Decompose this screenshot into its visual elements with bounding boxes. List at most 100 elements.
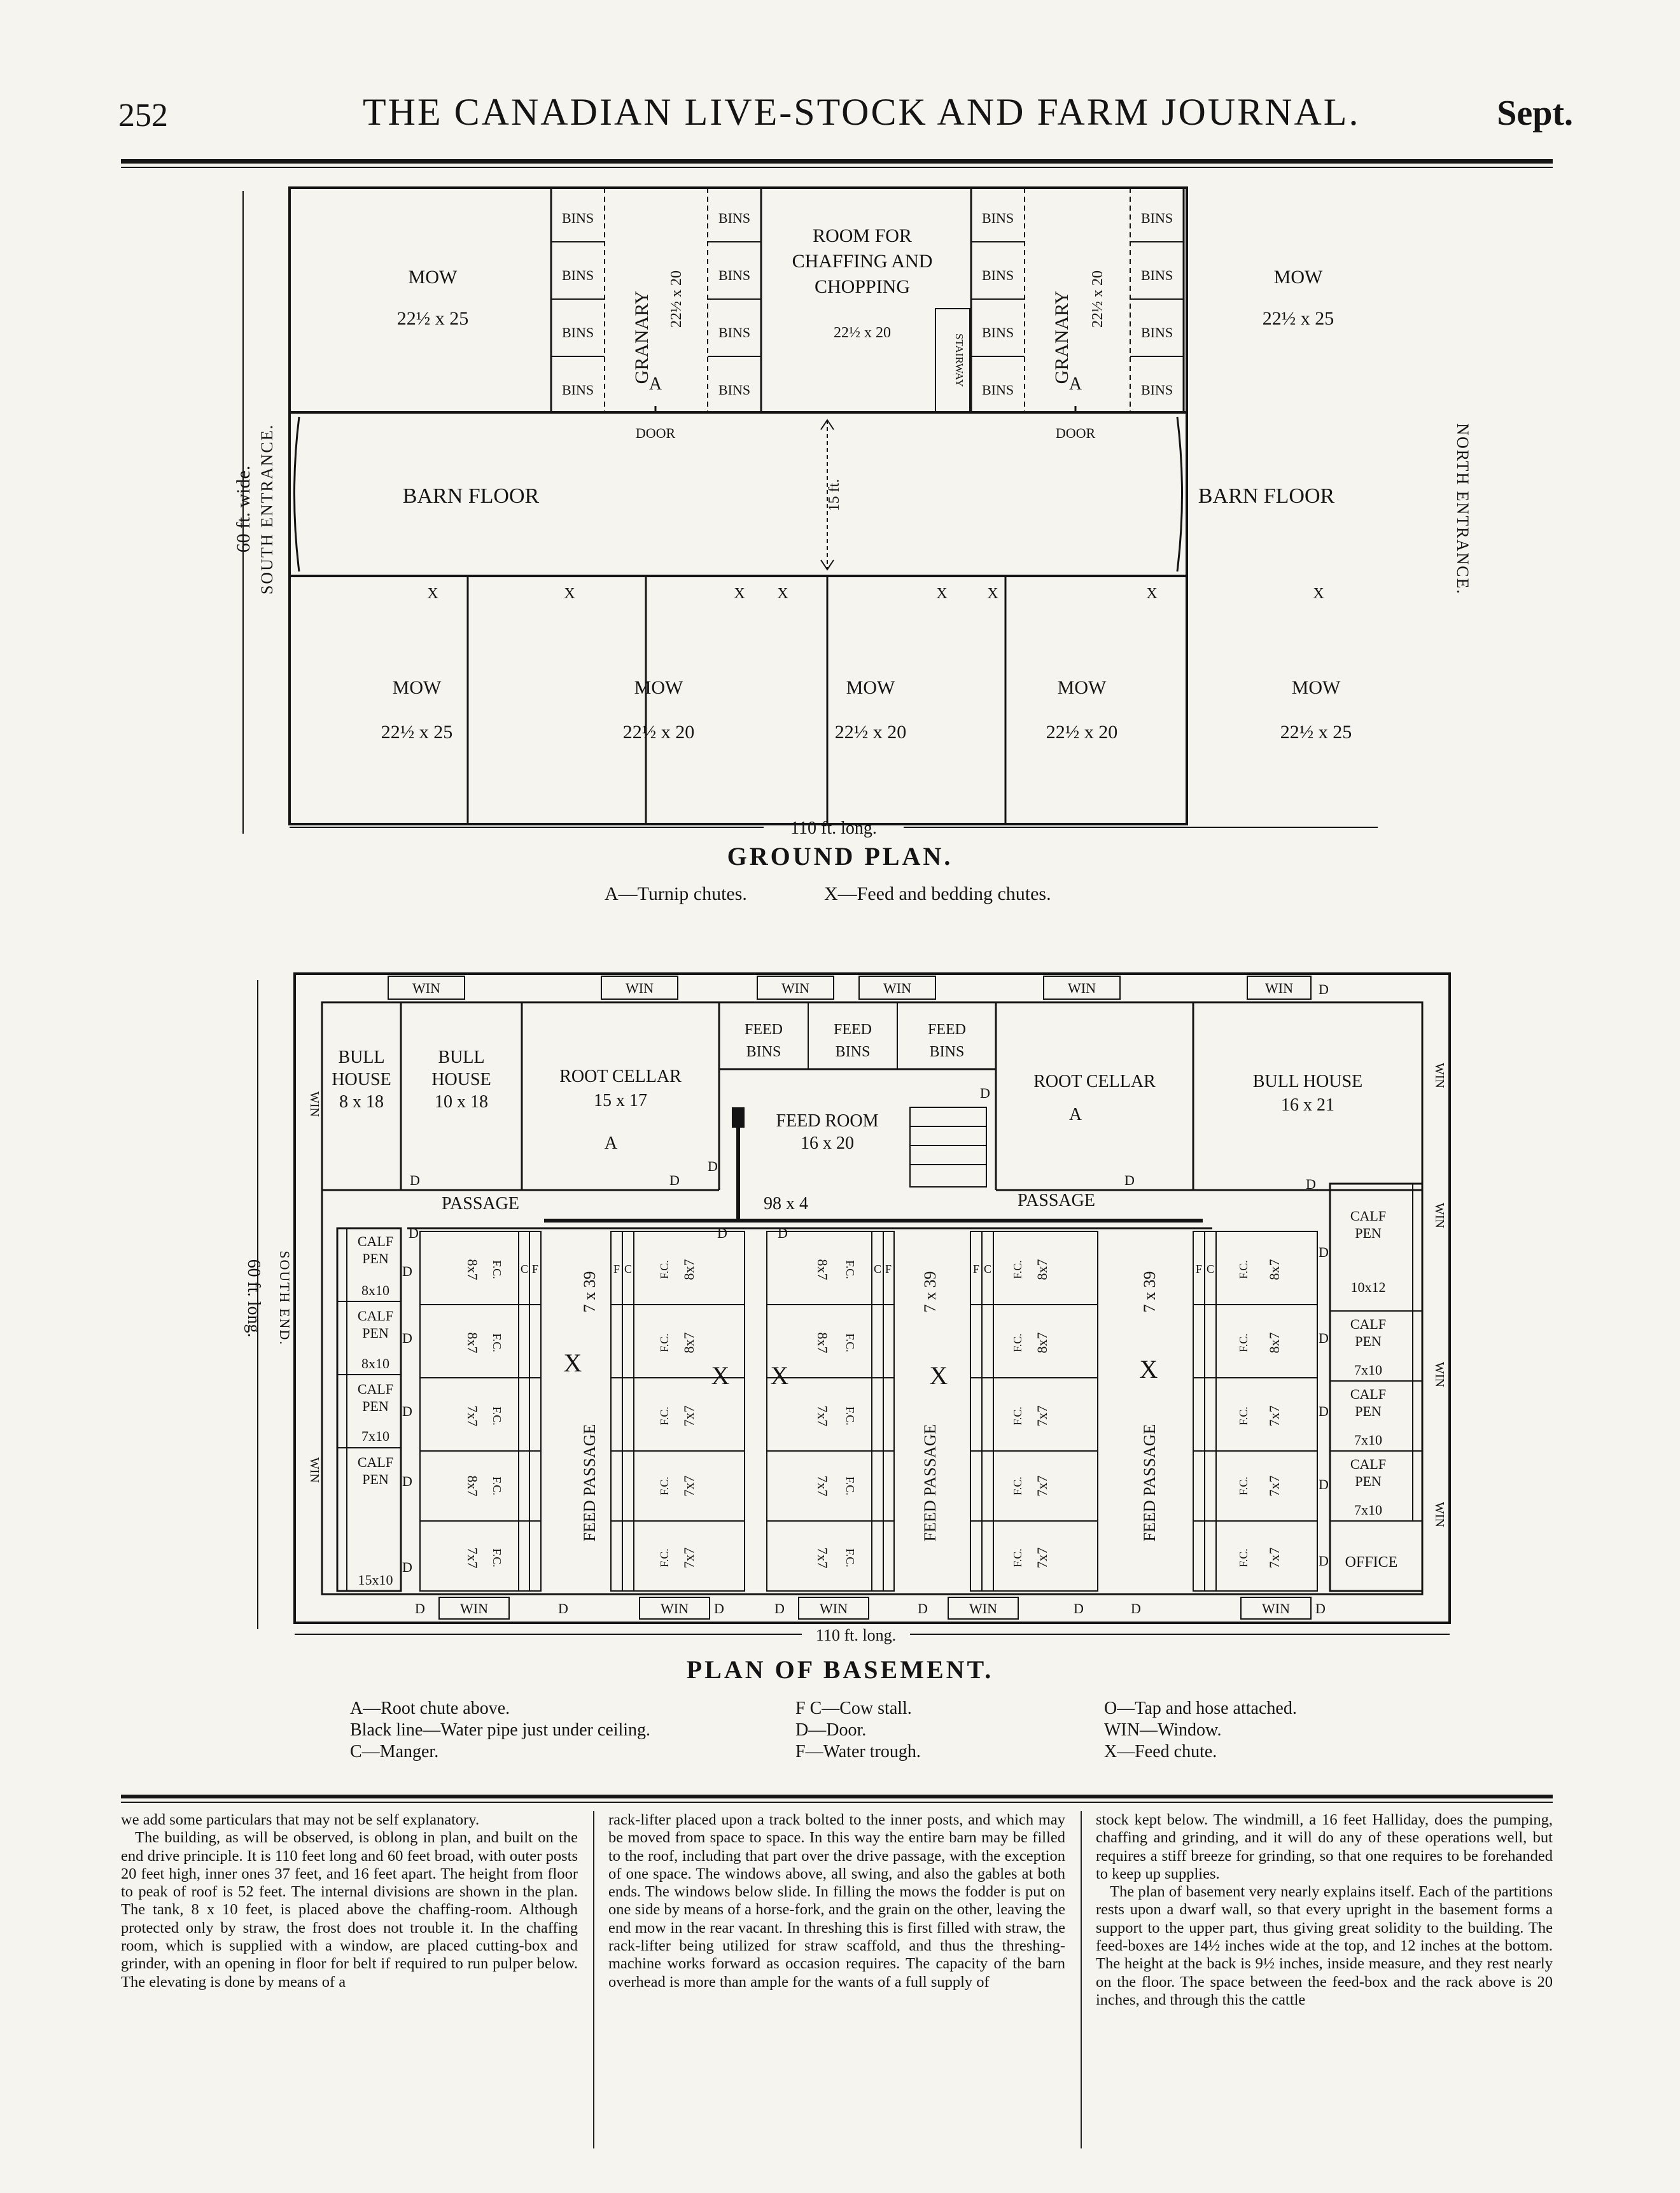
root-cellar-2-label: ROOT CELLAR xyxy=(1033,1072,1156,1091)
cow-stall-mark: F.C. xyxy=(844,1333,857,1352)
calf-pen-line2: PEN xyxy=(362,1325,389,1341)
column-separator xyxy=(593,1811,594,2148)
center-passage-dim: 15 ft. xyxy=(826,479,843,512)
granary-right-dim: 22½ x 20 xyxy=(1089,270,1106,328)
barn-floor-right: BARN FLOOR xyxy=(1198,484,1335,508)
window-label: WIN xyxy=(1262,1601,1290,1616)
granary-left-label: GRANARY xyxy=(631,291,652,384)
manger-mark: C xyxy=(1207,1263,1214,1275)
cow-stall-mark: F.C. xyxy=(1237,1548,1250,1567)
mow-bottom-dim: 22½ x 20 xyxy=(623,722,695,743)
cow-stall-mark: F.C. xyxy=(1237,1406,1250,1426)
door-label: D xyxy=(1074,1601,1084,1616)
cow-stall-mark: F.C. xyxy=(491,1406,503,1426)
trough-mark: F xyxy=(885,1263,892,1275)
basement-key-col1: A—Root chute above. Black line—Water pip… xyxy=(350,1698,650,1763)
door-label: D xyxy=(1315,1601,1326,1616)
basement-key-col2: F C—Cow stall. D—Door. F—Water trough. xyxy=(795,1698,921,1763)
cow-stall-mark: F.C. xyxy=(844,1406,857,1426)
paragraph: rack-lifter placed upon a track bolted t… xyxy=(608,1811,1065,1991)
cow-stall-mark: F.C. xyxy=(1237,1260,1250,1279)
feed-chute-mark: X xyxy=(936,585,947,602)
cow-stall-mark: F.C. xyxy=(1011,1476,1024,1496)
root-cellar-1-mark: A xyxy=(605,1133,618,1153)
door-label: D xyxy=(558,1601,568,1616)
cow-stall-mark: F.C. xyxy=(658,1548,671,1567)
feed-chute-mark: X xyxy=(777,585,788,602)
calf-pen-line1: CALF xyxy=(1350,1386,1386,1402)
stall-size: 7x7 xyxy=(681,1548,697,1569)
stall-size: 8x7 xyxy=(1034,1333,1050,1354)
calf-pen-dim: 7x10 xyxy=(1354,1502,1382,1518)
bins-label: BINS xyxy=(1141,210,1173,226)
door-right-label: DOOR xyxy=(1056,425,1096,441)
calf-pen-line1: CALF xyxy=(358,1308,393,1324)
basement-plan-title: PLAN OF BASEMENT. xyxy=(686,1655,994,1684)
key-item: O—Tap and hose attached. xyxy=(1104,1699,1297,1718)
paragraph: The plan of basement very nearly explain… xyxy=(1096,1883,1553,2008)
stall-size: 7x7 xyxy=(1266,1548,1282,1569)
stall-size: 7x7 xyxy=(681,1476,697,1497)
key-item: Black line—Water pipe just under ceiling… xyxy=(350,1720,651,1740)
window-label: WIN xyxy=(781,980,809,996)
paragraph: we add some particulars that may not be … xyxy=(121,1811,480,1828)
bull-house-1-line2: HOUSE xyxy=(332,1070,391,1089)
calf-pen-line2: PEN xyxy=(1355,1473,1382,1489)
bins-label: BINS xyxy=(982,210,1014,226)
calf-pen-dim: 7x10 xyxy=(1354,1362,1382,1378)
granary-right-label: GRANARY xyxy=(1051,291,1072,384)
feed-room-dim: 16 x 20 xyxy=(801,1133,854,1153)
door-label: D xyxy=(409,1225,419,1241)
passage-right-label: PASSAGE xyxy=(1018,1191,1095,1210)
feed-chute-x: X xyxy=(771,1361,789,1390)
ground-key-x: X—Feed and bedding chutes. xyxy=(824,883,1051,904)
key-item: A—Root chute above. xyxy=(350,1699,510,1718)
feed-room-label: FEED ROOM xyxy=(776,1111,878,1131)
door-label: D xyxy=(402,1330,412,1346)
door-label: D xyxy=(1319,1244,1329,1260)
mow-bottom-label: MOW xyxy=(1292,677,1341,698)
cow-stall-mark: F.C. xyxy=(658,1260,671,1279)
cow-stall-mark: F.C. xyxy=(844,1260,857,1279)
calf-pen-line1: CALF xyxy=(1350,1208,1386,1224)
journal-title: THE CANADIAN LIVE-STOCK AND FARM JOURNAL… xyxy=(363,91,1361,133)
bins-label: BINS xyxy=(562,267,594,283)
bins-label: BINS xyxy=(562,325,594,340)
door-left-label: DOOR xyxy=(636,425,676,441)
feed-passage-label: FEED PASSAGE xyxy=(580,1424,599,1542)
manger-mark: C xyxy=(624,1263,632,1275)
bull-house-3-label: BULL HOUSE xyxy=(1253,1072,1362,1091)
cow-stall-mark: F.C. xyxy=(844,1548,857,1567)
key-item: F C—Cow stall. xyxy=(795,1699,912,1718)
cow-stall-mark: F.C. xyxy=(491,1548,503,1567)
cow-stall-mark: F.C. xyxy=(1237,1333,1250,1352)
mow-top-left-label: MOW xyxy=(409,267,458,288)
mow-bottom-label: MOW xyxy=(846,677,895,698)
calf-pen-dim: 7x10 xyxy=(361,1428,389,1444)
stall-size: 7x7 xyxy=(1034,1476,1050,1497)
feed-chute-mark: X xyxy=(987,585,998,602)
door-label: D xyxy=(980,1085,990,1101)
manger-mark: C xyxy=(874,1263,881,1275)
header-rule-thin xyxy=(121,167,1553,168)
cow-stall-mark: F.C. xyxy=(1237,1476,1250,1496)
bins-label: BINS xyxy=(562,382,594,398)
cow-stall-mark: F.C. xyxy=(491,1333,503,1352)
article-column-1: we add some particulars that may not be … xyxy=(121,1811,578,2155)
paragraph: stock kept below. The windmill, a 16 fee… xyxy=(1096,1811,1553,1882)
cow-stall-mark: F.C. xyxy=(1011,1548,1024,1567)
door-label: D xyxy=(1319,981,1329,997)
turnip-chute-right: A xyxy=(1069,374,1082,394)
stall-size: 7x7 xyxy=(815,1476,830,1497)
room-line3: CHOPPING xyxy=(815,276,910,297)
trough-mark: F xyxy=(1196,1263,1202,1275)
calf-pen-line1: CALF xyxy=(358,1233,393,1249)
stall-size: 7x7 xyxy=(1266,1406,1282,1427)
stall-size: 7x7 xyxy=(1266,1476,1282,1497)
calf-pen-dim: 8x10 xyxy=(361,1282,389,1298)
trough-mark: F xyxy=(973,1263,979,1275)
stall-size: 8x7 xyxy=(1034,1259,1050,1280)
door-label: D xyxy=(402,1473,412,1489)
calf-pen-line2: PEN xyxy=(1355,1403,1382,1419)
